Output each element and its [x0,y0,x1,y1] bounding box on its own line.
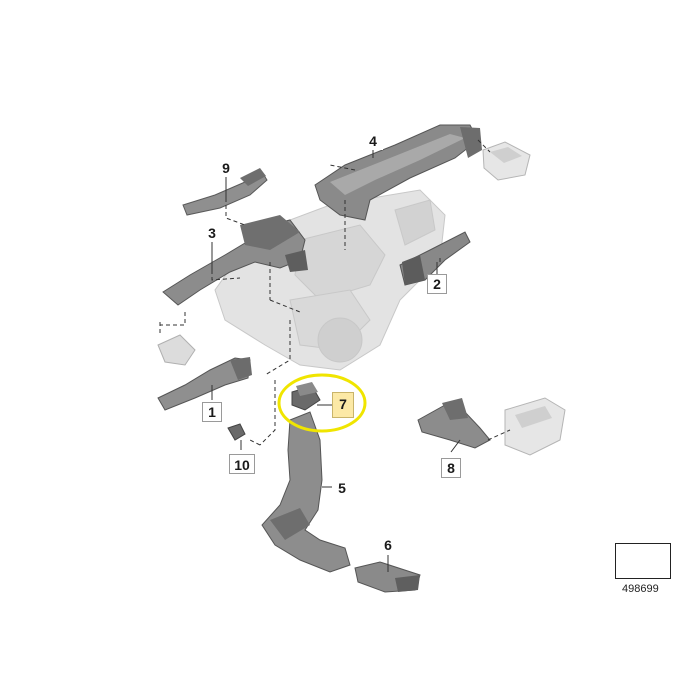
callout-3[interactable]: 3 [208,225,216,241]
part-5-duct[interactable] [261,411,351,573]
leader-lines [211,148,461,572]
dashed-lines [159,139,511,446]
callout-box-4 [363,130,383,150]
callout-4[interactable]: 4 [369,133,377,149]
callout-6[interactable]: 6 [384,537,392,553]
callout-box-8 [441,458,461,478]
callout-box-7 [332,392,354,418]
callout-2[interactable]: 2 [433,276,441,292]
callout-8[interactable]: 8 [447,460,455,476]
callout-box-2 [427,274,447,294]
reference-box [615,543,671,579]
reference-number: 498699 [622,583,659,595]
part-6-duct[interactable] [354,561,421,593]
callout-box-3 [202,222,222,242]
callout-5[interactable]: 5 [338,480,346,496]
callout-7[interactable]: 7 [339,396,347,412]
highlight-ring [277,373,367,433]
callout-9[interactable]: 9 [222,160,230,176]
part-4-duct[interactable] [314,124,482,221]
part-7-part[interactable] [291,382,321,411]
callout-box-10 [229,454,255,474]
part-2-duct[interactable] [399,231,471,286]
part-4-vent [482,141,531,181]
part-8-vent [504,397,566,456]
callout-box-1 [202,402,222,422]
part-3-vent [157,334,196,366]
callout-10[interactable]: 10 [234,457,250,473]
part-8-duct[interactable] [417,398,491,449]
callout-box-5 [332,478,352,498]
callout-box-6 [378,535,398,555]
callout-box-9 [216,157,236,177]
part-1-duct[interactable] [157,357,252,411]
part-3-duct[interactable] [162,215,308,306]
callout-1[interactable]: 1 [208,404,216,420]
part-9-duct[interactable] [182,168,268,216]
part-10-clip[interactable] [227,423,246,441]
